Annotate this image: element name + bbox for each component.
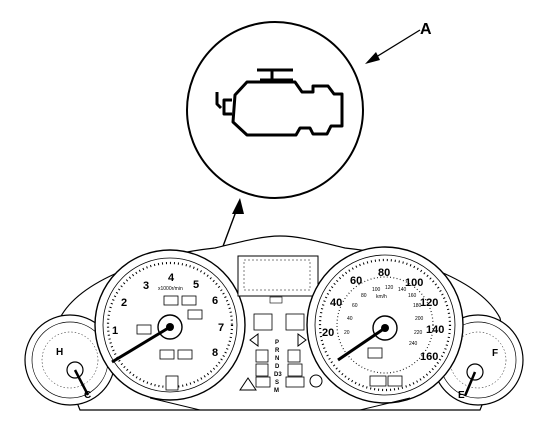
temp-gauge: H C <box>24 314 116 406</box>
turn-right-icon <box>297 333 307 347</box>
cluster-bottom-trim <box>149 397 411 411</box>
indicator-light <box>309 374 323 388</box>
speed-number-60: 60 <box>350 275 362 287</box>
speed-inner-number: 200 <box>415 316 424 322</box>
indicator-light <box>285 313 305 331</box>
tach-warning-light <box>181 295 197 306</box>
indicator-light <box>287 363 303 377</box>
tach-number-1: 1 <box>112 325 118 337</box>
tach-number-5: 5 <box>193 279 199 291</box>
speed-inner-number: 60 <box>352 303 358 309</box>
speed-warning-light <box>369 375 387 387</box>
gear-d: D <box>275 364 280 370</box>
speed-number-160: 160 <box>420 351 438 363</box>
tach-number-2: 2 <box>121 297 127 309</box>
speed-inner-number: 140 <box>398 287 407 293</box>
callout-label-a: A <box>420 21 432 38</box>
gear-d3: D3 <box>274 372 282 378</box>
tach-warning-light <box>177 349 193 360</box>
temp-high-label: H <box>56 347 63 358</box>
speed-inner-number: 240 <box>409 341 418 347</box>
check-engine-light <box>187 309 203 320</box>
indicator-light <box>253 313 273 331</box>
magnified-view <box>186 21 364 199</box>
speed-number-80: 80 <box>378 267 390 279</box>
center-display: P R N D D3 S M <box>237 255 323 394</box>
tach-warning-light <box>163 295 179 306</box>
tach-number-8: 8 <box>212 347 218 359</box>
tach-number-4: 4 <box>168 272 175 284</box>
hazard-icon <box>239 377 257 391</box>
speed-inner-number: 100 <box>372 287 381 293</box>
callout-a-arrow <box>365 29 421 64</box>
speed-inner-number: 120 <box>385 285 394 291</box>
speedometer: 20 40 60 80 100 120 140 160 km/h 20 40 6… <box>306 246 464 404</box>
tach-number-6: 6 <box>212 295 218 307</box>
speed-inner-number: 20 <box>344 330 350 336</box>
speed-unit: km/h <box>376 294 387 300</box>
gear-indicator <box>165 375 179 391</box>
speed-inner-number: 220 <box>414 330 423 336</box>
indicator-light <box>255 363 269 377</box>
tach-warning-light <box>159 349 175 360</box>
temp-low-label: C <box>84 390 91 401</box>
speed-warning-light <box>367 347 383 359</box>
speed-number-20: 20 <box>322 327 334 339</box>
indicator-light <box>255 349 269 363</box>
fuel-full-label: F <box>492 348 498 359</box>
gear-s: S <box>275 380 279 386</box>
speed-number-140: 140 <box>426 324 444 336</box>
fuel-empty-label: E <box>458 390 465 401</box>
speed-number-100: 100 <box>405 277 423 289</box>
speed-inner-number: 40 <box>347 316 353 322</box>
gear-p: P <box>275 340 279 346</box>
gear-n: N <box>275 356 279 362</box>
tachometer: 1 2 3 4 5 6 7 8 x1000r/min <box>94 249 246 401</box>
turn-left-icon <box>249 333 259 347</box>
check-engine-icon <box>215 68 344 137</box>
speed-warning-light <box>387 375 403 387</box>
tach-number-3: 3 <box>143 280 149 292</box>
gear-r: R <box>275 348 280 354</box>
indicator-light <box>287 349 301 363</box>
indicator-light <box>255 376 271 388</box>
gear-m: M <box>274 388 279 394</box>
speed-inner-number: 180 <box>413 303 422 309</box>
tach-warning-light <box>136 324 152 335</box>
speed-number-120: 120 <box>420 297 438 309</box>
speed-number-40: 40 <box>330 297 342 309</box>
tach-unit: x1000r/min <box>158 286 183 292</box>
speed-inner-number: 160 <box>408 293 417 299</box>
tach-number-7: 7 <box>218 322 224 334</box>
speed-inner-number: 80 <box>361 293 367 299</box>
indicator-light <box>285 376 305 388</box>
